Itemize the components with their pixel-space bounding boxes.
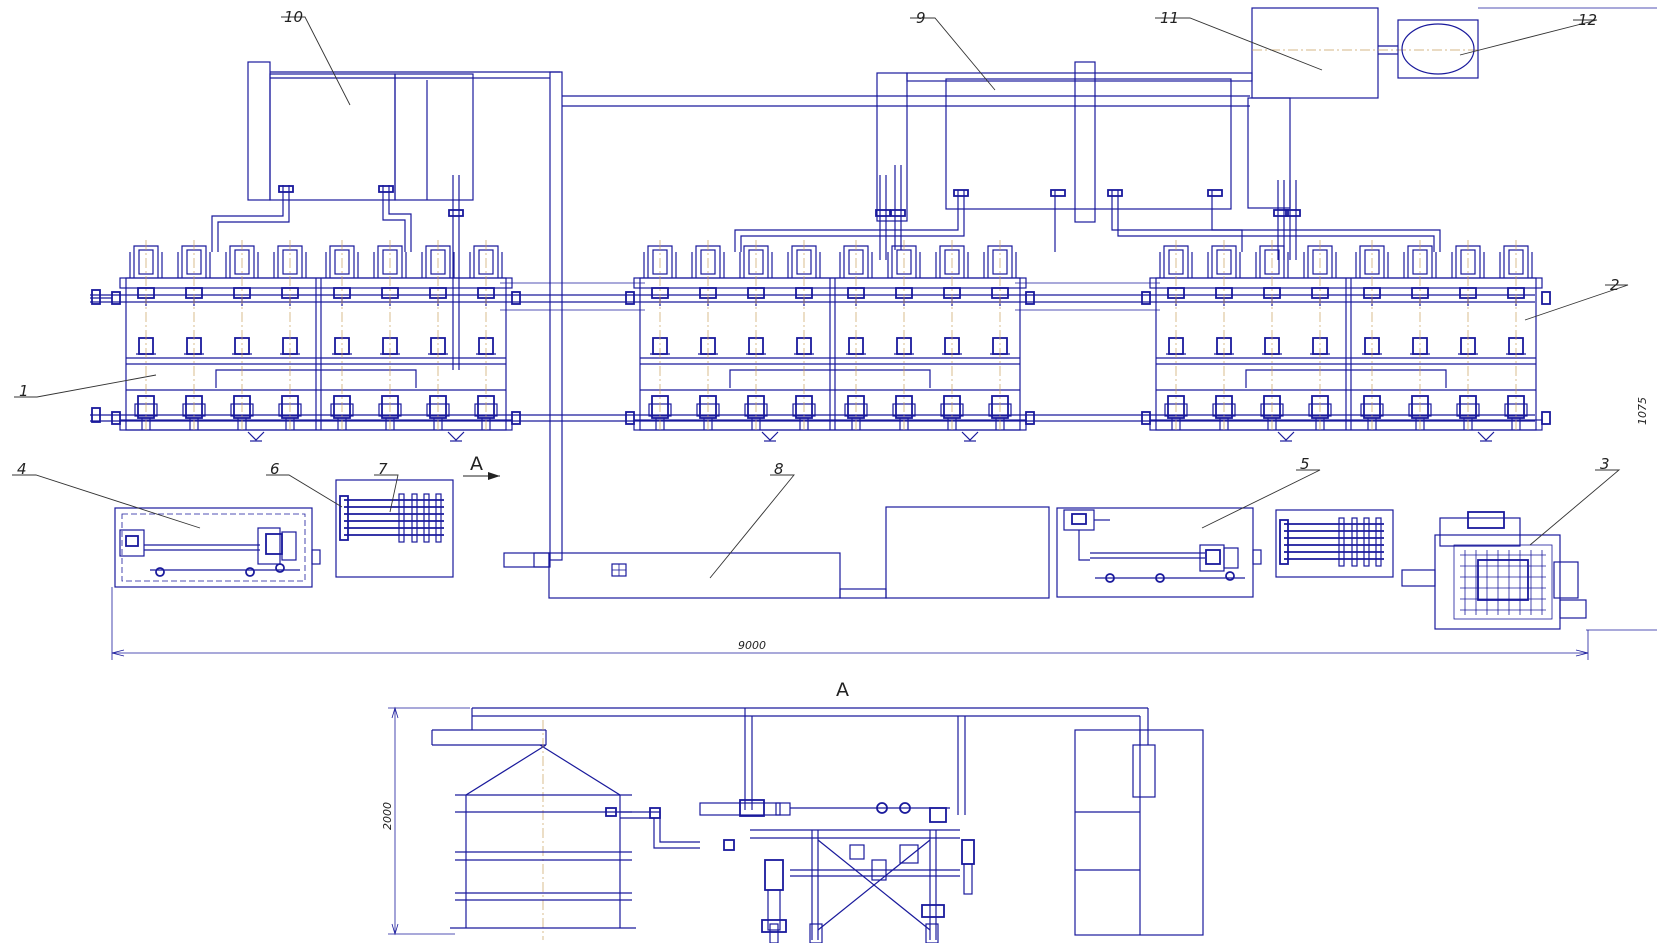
tank-10-body bbox=[269, 73, 396, 201]
fan-11-body bbox=[1251, 7, 1379, 99]
tank-8-body bbox=[548, 552, 841, 599]
equipment-6 bbox=[1275, 509, 1394, 578]
duct-9-left bbox=[876, 72, 908, 222]
tank-10-right bbox=[394, 73, 474, 201]
machine-units bbox=[90, 240, 1551, 442]
machine-unit bbox=[90, 240, 521, 442]
duct-9-top bbox=[906, 72, 1253, 82]
tank-8-side-box bbox=[885, 506, 1050, 599]
callout-2: 2 bbox=[1610, 276, 1620, 294]
unit-4-frame bbox=[114, 507, 313, 588]
leader-lines bbox=[12, 16, 1629, 579]
equipment-4 bbox=[114, 507, 321, 588]
callout-7: 7 bbox=[378, 460, 388, 478]
motor-12-frame bbox=[1397, 19, 1479, 79]
vertical-riser bbox=[549, 71, 563, 561]
machine-unit bbox=[625, 240, 1035, 442]
duct-9-body bbox=[945, 78, 1232, 210]
callout-3: 3 bbox=[1600, 455, 1610, 473]
dimension-side: 1075 bbox=[1636, 397, 1649, 425]
view-marker-label: A bbox=[470, 453, 483, 475]
equipment-5 bbox=[1056, 507, 1262, 598]
callout-4: 4 bbox=[17, 460, 27, 478]
section-title: A bbox=[836, 679, 849, 701]
dimension-height: 2000 bbox=[381, 802, 394, 830]
equipment-3 bbox=[1401, 511, 1657, 631]
section-cabinet bbox=[1074, 729, 1204, 936]
tank-10-left bbox=[247, 61, 271, 201]
motor-12-ellipse bbox=[1401, 23, 1475, 75]
callout-9: 9 bbox=[916, 9, 926, 27]
unit-6-frame bbox=[1275, 509, 1394, 578]
callout-5: 5 bbox=[1300, 455, 1310, 473]
callout-1: 1 bbox=[19, 382, 29, 400]
unit-7-frame bbox=[335, 479, 454, 578]
dimension-overall-length: 9000 bbox=[738, 639, 766, 652]
callout-6: 6 bbox=[270, 460, 280, 478]
overall-dimension bbox=[111, 587, 1589, 660]
view-arrow bbox=[463, 472, 500, 480]
section-view-a bbox=[388, 706, 1204, 943]
equipment-7 bbox=[335, 479, 454, 578]
overhead-ductwork bbox=[211, 7, 1657, 561]
callout-10: 10 bbox=[284, 8, 303, 26]
duct-9-riser bbox=[1074, 61, 1096, 223]
callout-8: 8 bbox=[774, 460, 784, 478]
tank-8-inlet bbox=[503, 552, 550, 568]
equipment-8 bbox=[503, 506, 1050, 599]
callout-11: 11 bbox=[1160, 9, 1179, 27]
machine-unit bbox=[1141, 240, 1551, 442]
callout-12: 12 bbox=[1578, 11, 1597, 29]
